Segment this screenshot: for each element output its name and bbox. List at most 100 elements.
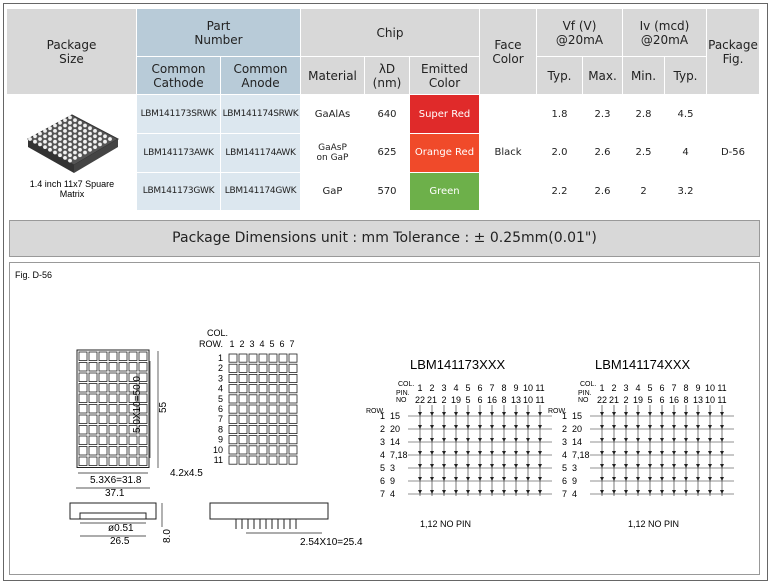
matrix-dot (67, 158, 72, 163)
matrix-dot (67, 131, 72, 136)
grid-cell (258, 353, 268, 363)
front-cell (128, 404, 138, 414)
led-symbol (502, 490, 506, 494)
matrix-dot (52, 139, 57, 144)
front-cell (108, 425, 118, 435)
header-material: Material (300, 56, 365, 95)
row-number: 6 (218, 404, 223, 414)
front-cell (98, 446, 108, 456)
front-cell (108, 351, 118, 361)
header-vf-typ: Typ. (536, 56, 583, 95)
grid-cell (258, 435, 268, 445)
row-number: 5 (380, 463, 385, 473)
front-cell (88, 425, 98, 435)
header-iv-min: Min. (622, 56, 665, 95)
grid-cell (268, 455, 278, 465)
led-symbol (648, 464, 652, 468)
front-cell (88, 456, 98, 466)
led-symbol (660, 438, 664, 442)
matrix-dot (97, 131, 102, 136)
front-cell (88, 446, 98, 456)
col-number: 2 (239, 339, 244, 349)
row-number: 4 (562, 450, 567, 460)
front-cell (108, 362, 118, 372)
header-part-number: Part Number (136, 8, 301, 57)
col-pin: 13 (693, 395, 703, 405)
led-symbol (478, 412, 482, 416)
led-symbol (538, 451, 542, 455)
grid-cell (288, 353, 298, 363)
grid-cell (288, 424, 298, 434)
grid-cell (238, 363, 248, 373)
col-pin: 2 (623, 395, 628, 405)
led-symbol (612, 477, 616, 481)
col-pin: 21 (609, 395, 619, 405)
col-number: 5 (269, 339, 274, 349)
led-symbol (648, 490, 652, 494)
col-number: 3 (441, 383, 446, 393)
led-symbol (538, 464, 542, 468)
led-symbol (684, 490, 688, 494)
led-symbol (442, 477, 446, 481)
grid-cell (228, 414, 238, 424)
led-symbol (684, 451, 688, 455)
led-symbol (430, 412, 434, 416)
grid-cell (228, 363, 238, 373)
grid-cell (288, 374, 298, 384)
col-number: 4 (453, 383, 458, 393)
drawing-svg: Fig. D-56 55 5.0X10=50.0 5.3X6=31.8 37.1… (15, 270, 734, 548)
matrix-side (73, 139, 118, 173)
grid-cell (278, 435, 288, 445)
row-pin: 15 (390, 411, 400, 421)
matrix-dot (57, 131, 62, 136)
row-number: 4 (218, 384, 223, 394)
grid-cell (258, 414, 268, 424)
led-symbol (430, 490, 434, 494)
col-number: 1 (417, 383, 422, 393)
row-pin: 3 (390, 463, 395, 473)
matrix-dot (57, 147, 62, 152)
led-symbol (538, 412, 542, 416)
front-cell (128, 362, 138, 372)
led-symbol (636, 464, 640, 468)
iv-min: 2.8 (622, 93, 665, 135)
grid-cell (228, 455, 238, 465)
row-pin: 20 (390, 424, 400, 434)
matrix-dot (62, 134, 67, 139)
row-pin: 9 (572, 476, 577, 486)
led-symbol (454, 438, 458, 442)
led-symbol (514, 412, 518, 416)
header-lambda: λD (nm) (364, 56, 410, 95)
led-symbol (600, 438, 604, 442)
matrix-dot (82, 129, 87, 133)
led-symbol (514, 477, 518, 481)
grid-cell (258, 404, 268, 414)
col-pin: 8 (501, 395, 506, 405)
grid-cell (288, 384, 298, 394)
matrix-dot (52, 134, 57, 139)
vf-typ: 2.0 (536, 133, 583, 173)
col-number: 7 (289, 339, 294, 349)
part-anode: LBM141174GWK (220, 171, 301, 212)
led-symbol (430, 477, 434, 481)
row-number: 3 (218, 373, 223, 383)
grid-cell (248, 374, 258, 384)
front-cell (118, 414, 128, 424)
row-number: 3 (380, 437, 385, 447)
grid-cell (248, 384, 258, 394)
front-outline (76, 349, 150, 468)
led-symbol (660, 412, 664, 416)
col-number: 8 (683, 383, 688, 393)
part-anode: LBM141174SRWK (220, 93, 301, 135)
front-cell (118, 456, 128, 466)
matrix-dot (47, 147, 52, 152)
grid-cell (248, 394, 258, 404)
grid-cell (248, 363, 258, 373)
header-iv: Iv (mcd) @20mA (622, 8, 707, 57)
matrix-dot (32, 139, 37, 144)
front-cell (78, 446, 88, 456)
grid-cell (278, 455, 288, 465)
led-symbol (696, 438, 700, 442)
